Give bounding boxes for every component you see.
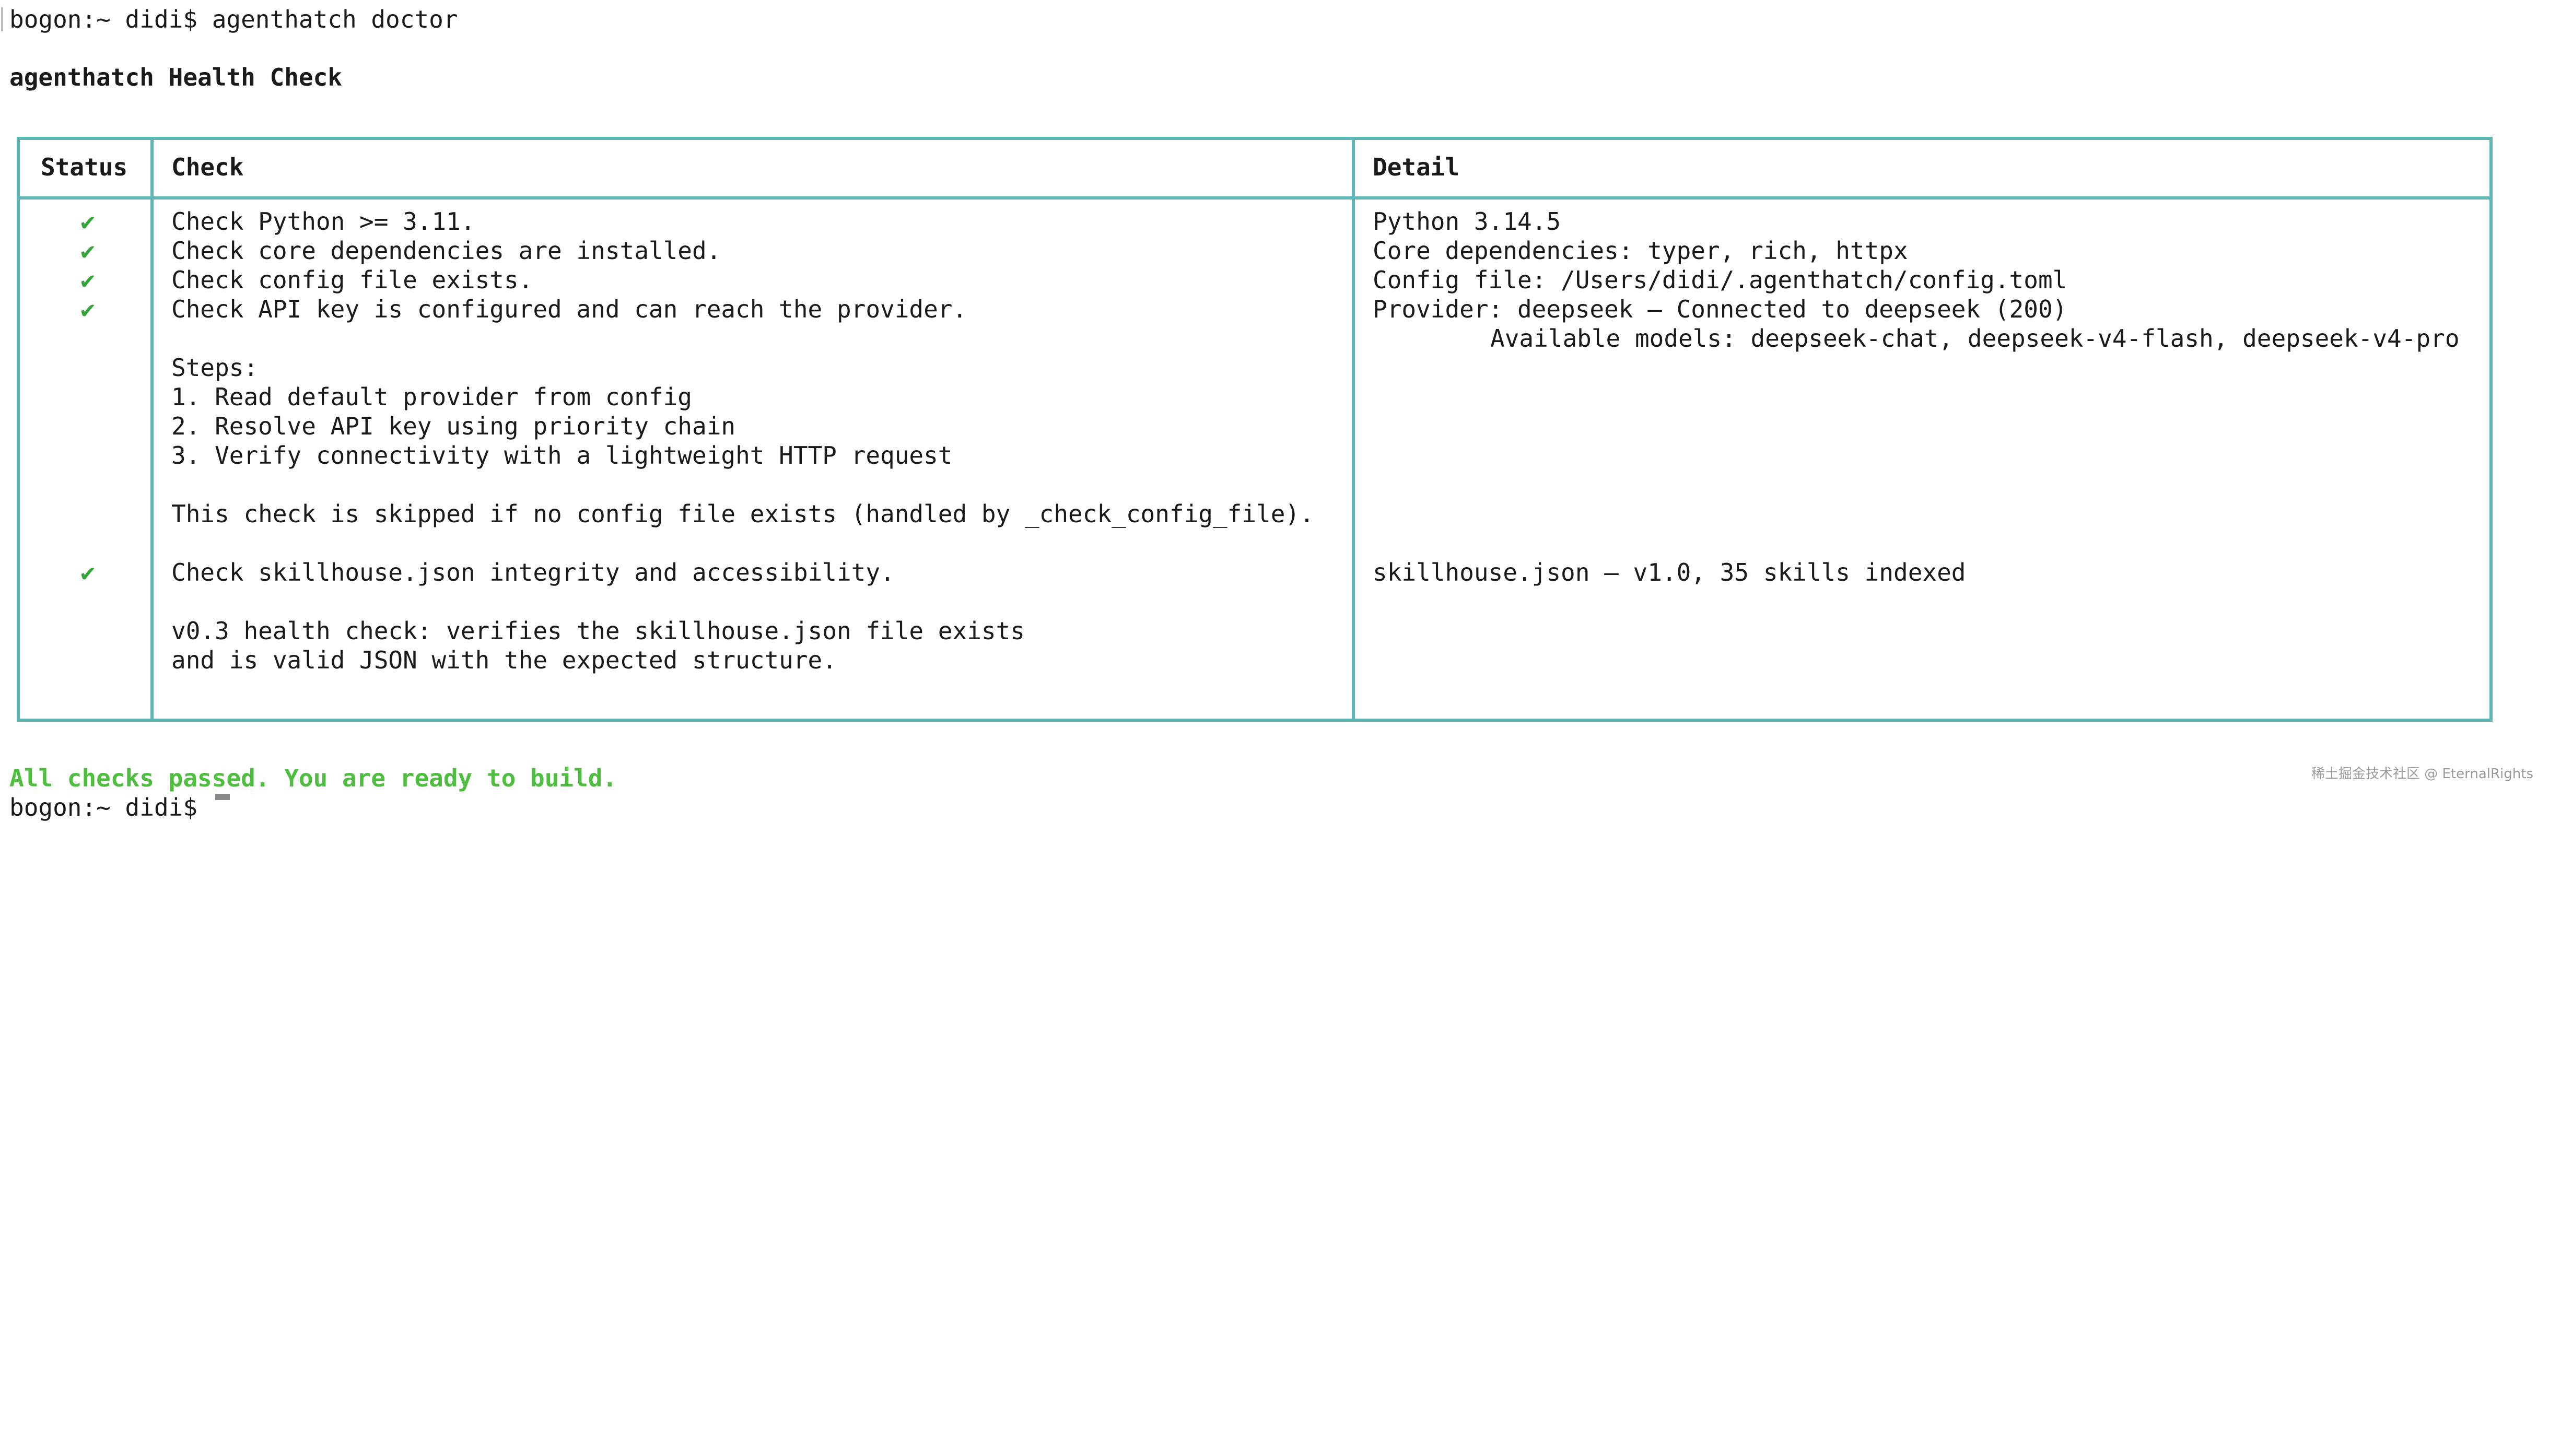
detail-text: skillhouse.json — v1.0, 35 skills indexe…: [1373, 558, 1966, 586]
check-text: Check core dependencies are installed.: [171, 237, 721, 265]
cursor-marker: [1, 7, 3, 31]
check-text: Steps:: [171, 354, 259, 382]
header-status: Status: [41, 153, 128, 181]
result-message: All checks passed. You are ready to buil…: [9, 764, 617, 792]
check-text: 1. Read default provider from config: [171, 383, 692, 411]
check-text: 3. Verify connectivity with a lightweigh…: [171, 441, 953, 469]
status-check-icon: ✔: [80, 266, 95, 294]
check-text: Check skillhouse.json integrity and acce…: [171, 558, 895, 586]
watermark: 稀土掘金技术社区 @ EternalRights: [2311, 766, 2533, 782]
header-detail: Detail: [1373, 153, 1460, 181]
check-text: and is valid JSON with the expected stru…: [171, 646, 837, 674]
health-check-table: Status Check Detail ✔ Check Python >= 3.…: [17, 137, 2493, 722]
status-check-icon: ✔: [80, 237, 95, 265]
detail-text: Provider: deepseek — Connected to deepse…: [1373, 295, 2067, 323]
status-check-icon: ✔: [80, 558, 95, 586]
check-text: Check Python >= 3.11.: [171, 207, 475, 236]
detail-text: Config file: /Users/didi/.agenthatch/con…: [1373, 266, 2067, 294]
text-cursor: [215, 794, 230, 800]
check-text: v0.3 health check: verifies the skillhou…: [171, 617, 1025, 645]
status-check-icon: ✔: [80, 207, 95, 236]
status-check-icon: ✔: [80, 295, 95, 323]
command-prompt-line: bogon:~ didi$ agenthatch doctor: [9, 5, 458, 33]
detail-text: Core dependencies: typer, rich, httpx: [1373, 237, 1908, 265]
check-text: This check is skipped if no config file …: [171, 500, 1314, 528]
next-prompt-line: bogon:~ didi$: [9, 793, 198, 821]
detail-text: Available models: deepseek-chat, deepsee…: [1490, 324, 2460, 353]
check-text: Check API key is configured and can reac…: [171, 295, 967, 323]
column-separator-check: [1352, 140, 1355, 719]
header-separator: [20, 196, 2489, 199]
health-check-title: agenthatch Health Check: [9, 63, 342, 91]
check-text: 2. Resolve API key using priority chain: [171, 412, 736, 440]
terminal-window[interactable]: bogon:~ didi$ agenthatch doctor agenthat…: [0, 0, 2549, 821]
check-text: Check config file exists.: [171, 266, 533, 294]
column-separator-status: [150, 140, 154, 719]
detail-text: Python 3.14.5: [1373, 207, 1561, 236]
header-check: Check: [171, 153, 244, 181]
